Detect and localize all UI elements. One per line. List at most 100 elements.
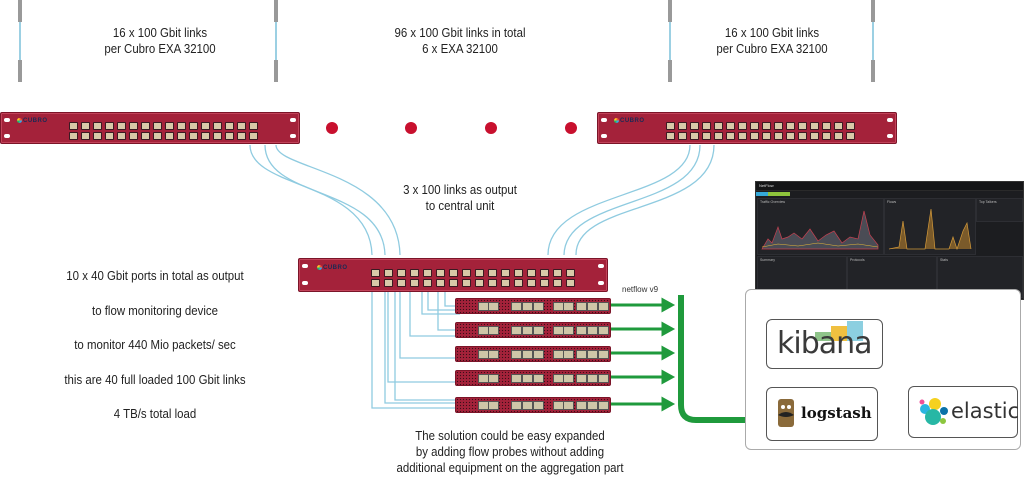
panel-title: Flows: [887, 200, 897, 204]
elastic-box: elastic: [908, 386, 1019, 438]
dashboard-tab: [756, 192, 768, 196]
traffic-chart: [761, 210, 879, 250]
network-port: [462, 279, 471, 287]
network-port: [177, 122, 186, 130]
network-port: [449, 279, 458, 287]
label-line: 6 x EXA 32100: [422, 41, 498, 56]
network-port: [201, 122, 210, 130]
rack-ear: [601, 118, 607, 122]
netflow-label: netflow v9: [622, 285, 659, 294]
network-port: [462, 269, 471, 277]
rack-ear: [887, 118, 893, 122]
left-note-2: to flow monitoring device: [36, 303, 274, 319]
network-port: [488, 269, 497, 277]
probe-module: [563, 350, 574, 359]
network-port: [141, 132, 150, 140]
network-port: [702, 132, 711, 140]
network-port: [225, 122, 234, 130]
uplink-cables-left: [249, 144, 401, 256]
network-port: [822, 132, 831, 140]
network-port: [666, 132, 675, 140]
note-line: by adding flow probes without adding: [415, 444, 605, 459]
network-port: [738, 122, 747, 130]
network-port: [822, 122, 831, 130]
network-port: [810, 132, 819, 140]
label-left-links: 16 x 100 Gbit links per Cubro EXA 32100: [72, 25, 248, 57]
network-port: [189, 132, 198, 140]
dashboard-tab: [768, 192, 790, 196]
label-total-links: 96 x 100 Gbit links in total 6 x EXA 321…: [372, 25, 548, 57]
network-port: [423, 269, 432, 277]
network-port: [153, 132, 162, 140]
network-port: [81, 122, 90, 130]
rack-ear: [887, 134, 893, 138]
label-output: 3 x 100 links as output to central unit: [390, 182, 531, 214]
panel-title: Protocols: [850, 258, 865, 262]
network-port: [846, 132, 855, 140]
note-text: this are 40 full loaded 100 Gbit links: [64, 372, 246, 387]
flow-probe: [455, 298, 611, 314]
network-port: [105, 122, 114, 130]
network-port: [397, 279, 406, 287]
rack-ear: [302, 264, 308, 268]
netflow-collector-arrow: [678, 295, 752, 423]
logstash-box: logstash: [766, 387, 878, 441]
flow-probe: [455, 370, 611, 386]
label-line: 16 x 100 Gbit links: [724, 25, 820, 40]
network-port: [678, 122, 687, 130]
cubro-logo: CUBRO: [614, 118, 645, 124]
network-port: [237, 122, 246, 130]
probe-module: [488, 302, 499, 311]
elastic-logo-icon: [919, 398, 948, 425]
network-port: [810, 122, 819, 130]
dashboard-app-title: NetFlow: [759, 183, 774, 188]
network-port: [105, 132, 114, 140]
probe-module: [488, 401, 499, 410]
network-port: [678, 132, 687, 140]
network-port: [714, 132, 723, 140]
label-line: per Cubro EXA 32100: [104, 41, 216, 56]
cubro-logo: CUBRO: [317, 265, 348, 271]
network-port: [666, 122, 675, 130]
note-text: 4 TB/s total load: [113, 406, 197, 421]
network-port: [475, 269, 484, 277]
probe-module: [576, 326, 587, 335]
dashboard-topbar: NetFlow: [756, 182, 1023, 191]
rack-ear: [598, 281, 604, 285]
network-port: [93, 122, 102, 130]
network-port: [798, 132, 807, 140]
probe-module: [511, 326, 522, 335]
note-text: to monitor 440 Mio packets/ sec: [74, 337, 236, 352]
network-port: [93, 132, 102, 140]
network-port: [449, 269, 458, 277]
network-port: [553, 269, 562, 277]
network-port: [237, 132, 246, 140]
probe-module: [522, 326, 533, 335]
network-port: [153, 122, 162, 130]
probe-module: [563, 302, 574, 311]
rack-ear: [4, 134, 10, 138]
network-port: [750, 122, 759, 130]
panel-title: Stats: [940, 258, 948, 262]
network-port: [488, 279, 497, 287]
note-line: additional equipment on the aggregation …: [396, 460, 624, 475]
network-port: [834, 132, 843, 140]
flow-probe: [455, 397, 611, 413]
network-port: [165, 122, 174, 130]
network-port: [690, 122, 699, 130]
network-port: [527, 269, 536, 277]
probe-module: [511, 350, 522, 359]
probe-module: [488, 326, 499, 335]
network-port: [846, 122, 855, 130]
left-note-4: this are 40 full loaded 100 Gbit links: [36, 372, 274, 388]
network-port: [553, 279, 562, 287]
network-port: [410, 279, 419, 287]
network-port: [774, 132, 783, 140]
network-port: [566, 269, 575, 277]
port-grid: [69, 122, 259, 140]
probe-module: [587, 350, 598, 359]
probe-module: [576, 374, 587, 383]
probe-module: [511, 302, 522, 311]
label-right-links: 16 x 100 Gbit links per Cubro EXA 32100: [684, 25, 860, 57]
probe-cables: [371, 290, 460, 409]
